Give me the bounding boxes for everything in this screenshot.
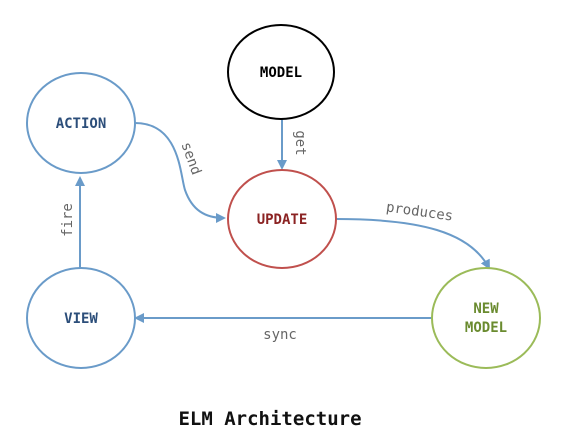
- node-view: VIEW: [26, 267, 136, 369]
- node-new-model-label-line1: NEW: [473, 301, 499, 317]
- edge-produces-arrow: [335, 218, 490, 270]
- node-action-label: ACTION: [56, 116, 107, 132]
- diagram-caption: ELM Architecture: [178, 408, 361, 430]
- edge-fire-label: fire: [60, 203, 76, 237]
- edge-send-arrow: [134, 122, 226, 223]
- node-action: ACTION: [26, 72, 136, 174]
- edge-get-label: get: [292, 130, 308, 155]
- edge-sync-label: sync: [263, 327, 297, 343]
- node-model: MODEL: [227, 24, 335, 120]
- node-new-model-label-line2: MODEL: [465, 320, 507, 336]
- node-view-label: VIEW: [64, 311, 98, 327]
- node-model-label: MODEL: [260, 65, 302, 81]
- node-update-label: UPDATE: [257, 212, 308, 228]
- edge-produces-label: produces: [385, 199, 454, 224]
- node-new-model: NEW MODEL: [431, 267, 541, 369]
- node-update: UPDATE: [227, 169, 337, 269]
